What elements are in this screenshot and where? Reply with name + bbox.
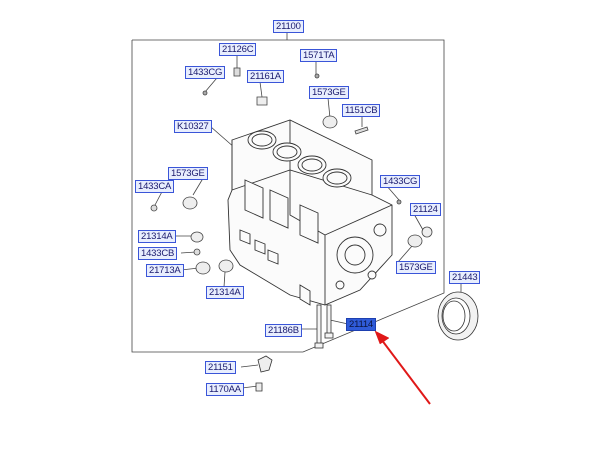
part-label-21161a[interactable]: 21161A [247, 70, 284, 83]
pointer-arrow [374, 330, 431, 405]
part-label-21114-highlighted[interactable]: 21114 [346, 318, 377, 331]
part-label-21314a-bottom[interactable]: 21314A [206, 286, 244, 299]
part-label-21124[interactable]: 21124 [410, 203, 441, 216]
part-label-21126c[interactable]: 21126C [219, 43, 257, 56]
part-label-1433cg-right[interactable]: 1433CG [380, 175, 421, 188]
part-label-1571ta[interactable]: 1571TA [300, 49, 338, 62]
main-bearing-bolts [314, 304, 334, 349]
part-label-21314a-left[interactable]: 21314A [138, 230, 176, 243]
part-label-1433ca[interactable]: 1433CA [135, 180, 175, 193]
part-label-21713a[interactable]: 21713A [146, 264, 184, 277]
rear-oil-seal [437, 291, 479, 341]
part-label-21186b[interactable]: 21186B [265, 324, 302, 337]
fitting-bolt [255, 382, 263, 392]
part-label-21151[interactable]: 21151 [205, 361, 236, 374]
part-label-21443[interactable]: 21443 [449, 271, 481, 284]
part-label-21100[interactable]: 21100 [273, 20, 304, 33]
cylinder-block [227, 119, 393, 306]
part-label-1433cg-top[interactable]: 1433CG [185, 66, 226, 79]
oil-jet-fitting [257, 355, 273, 373]
part-label-1170aa[interactable]: 1170AA [206, 383, 244, 396]
part-label-1573ge-top[interactable]: 1573GE [309, 86, 349, 99]
part-label-1573ge-right[interactable]: 1573GE [396, 261, 436, 274]
part-label-1433cb[interactable]: 1433CB [138, 247, 178, 260]
dowel-pin [233, 67, 241, 77]
part-label-k10327[interactable]: K10327 [174, 120, 212, 133]
part-label-1151cb[interactable]: 1151CB [342, 104, 381, 117]
part-label-1573ge-left[interactable]: 1573GE [168, 167, 208, 180]
